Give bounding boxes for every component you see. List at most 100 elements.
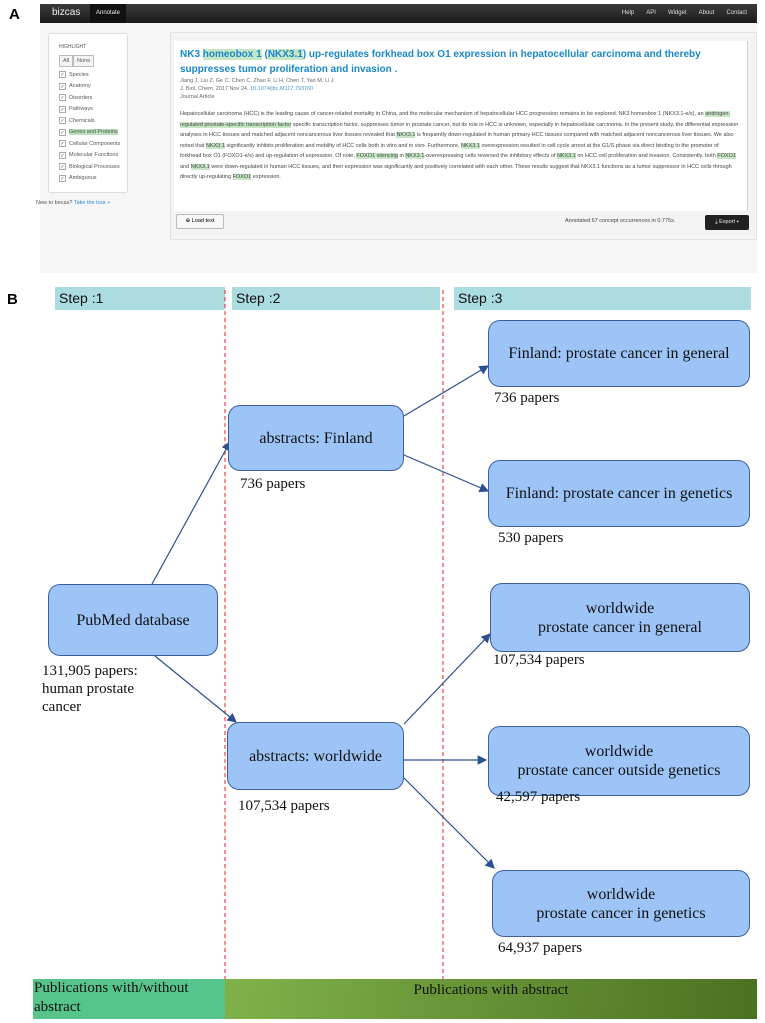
node-finland-general: Finland: prostate cancer in general [488,320,750,387]
highlight-option-label: Ambiguous [69,175,97,181]
highlight-option-label: Cellular Components [69,140,121,147]
highlight-option-label: Molecular Functions [69,152,119,158]
highlight-option-label: Biological Processes [69,163,120,170]
arrow-ww-general [403,633,491,725]
highlight-option[interactable]: ✓Biological Processes [59,163,121,170]
concept-highlight[interactable]: FOXO1 [717,153,736,159]
concept-highlight[interactable]: NKX3.1 [190,163,210,170]
text-segment: ( [261,49,268,60]
load-text-label: Load text [191,218,215,224]
checkbox[interactable]: ✓ [59,71,66,78]
take-tour-link[interactable]: Take the tour » [73,200,111,206]
highlight-option[interactable]: ✓Cellular Components [59,140,121,147]
node-worldwide-genetics: worldwide prostate cancer in genetics [492,870,750,937]
highlight-option[interactable]: ✓Anatomy [59,82,121,90]
highlight-option-label: Disorders [69,94,93,101]
checkbox[interactable]: ✓ [59,82,66,90]
nav-annotate[interactable]: Annotate [90,4,127,23]
arrow-pubmed-worldwide [154,655,237,723]
checkbox[interactable]: ✓ [59,128,66,136]
concept-highlight[interactable]: NKX3.1 [267,49,303,60]
node-worldwide: abstracts: worldwide [227,722,404,790]
arrow-ww-genetics [403,777,495,869]
step-3-bar: Step :3 [454,287,751,310]
concept-highlight[interactable]: FOXO1 silencing [356,153,398,159]
node-worldwide-general: worldwide prostate cancer in general [490,583,750,652]
text-segment: in [397,153,406,159]
checkbox[interactable]: ✓ [59,117,66,124]
download-icon: ⤓ [715,219,718,225]
text-segment: on HCC cell proliferation and invasion. … [575,153,718,159]
concept-highlight[interactable]: homeobox 1 [202,49,262,60]
concept-highlight[interactable]: NKX3.1 [556,153,576,159]
arrow-finland-general [403,365,490,417]
checkbox[interactable]: ✓ [59,140,66,147]
navbar: bizcas Annotate Help API Widget About Co… [40,4,757,23]
text-segment: NK3 [180,49,203,60]
caption-worldwide-outside-genetics: 42,597 papers [496,789,581,805]
concept-highlight[interactable]: NKX3.1 [405,153,425,159]
node-worldwide-outside-genetics: worldwide prostate cancer outside geneti… [488,726,750,796]
text-segment: ) up-regulates forkhead box O1 expressio… [180,49,701,75]
checkbox[interactable]: ✓ [59,151,66,159]
nav-contact[interactable]: Contact [726,10,747,16]
caption-finland-genetics: 530 papers [498,530,564,546]
text-segment: -overexpressing cells reversed the inhib… [424,153,557,159]
text-segment: significantly inhibits proliferation and… [224,142,461,149]
article-doi[interactable]: 10.1074/jbc.M117.793760 [250,86,314,92]
concept-highlight[interactable]: NKX3.1 [206,142,225,149]
concept-highlight[interactable]: NKX3.1 [460,142,480,149]
nav-api[interactable]: API [646,10,656,16]
node-finland: abstracts: Finland [228,405,404,471]
text-segment: is frequently down-regulated in human pr… [180,132,734,149]
article-panel: NK3 homeobox 1 (NKX3.1) up-regulates for… [174,41,748,211]
caption-finland: 736 papers [240,476,306,492]
highlight-option[interactable]: ✓Chemicals [59,117,121,124]
article-type: Journal Article [180,94,215,100]
text-segment: overexpression resulted in cell cycle ar… [180,142,719,160]
footer-with-abstract: Publications with abstract [225,979,757,1019]
checkbox[interactable]: ✓ [59,163,66,170]
nav-help[interactable]: Help [621,10,635,16]
highlight-option[interactable]: ✓Species [59,71,121,78]
export-button[interactable]: ⤓ Export ▾ [705,215,749,230]
concept-highlight[interactable]: NKX3.1 [396,132,416,138]
highlight-option-label: Genes and Proteins [69,129,118,135]
tour-prompt: New to becas? Take the tour » [36,200,110,206]
step-2-bar: Step :2 [232,287,440,310]
highlight-option[interactable]: ✓Genes and Proteins [59,128,121,136]
footer-with-without-abstract: Publications with/without abstract [33,979,225,1019]
highlight-option[interactable]: ✓Molecular Functions [59,151,121,159]
nav-widget[interactable]: Widget [667,10,687,16]
panel-b-label: B [7,291,18,308]
text-segment: Hepatocellular carcinoma (HCC) is the le… [180,111,706,117]
nav-about[interactable]: About [698,10,715,16]
load-text-button[interactable]: ⊕ Load text [176,214,224,229]
article-abstract: Hepatocellular carcinoma (HCC) is the le… [180,109,741,183]
text-segment: and [180,163,191,170]
brand-logo[interactable]: bizcas [52,7,81,18]
text-segment: expression. [251,174,281,180]
panel-a-label: A [9,6,20,23]
arrow-pubmed-finland [151,440,231,585]
checkbox[interactable]: ✓ [59,94,66,101]
caption-pubmed: 131,905 papers: human prostate cancer [42,663,138,715]
checkbox[interactable]: ✓ [59,174,66,182]
highlight-option-label: Pathways [69,106,93,112]
concept-highlight[interactable]: FOXO1 [232,174,252,180]
all-button[interactable]: All [59,55,74,67]
arrow-finland-genetics [403,454,490,493]
none-button[interactable]: None [73,55,95,67]
article-journal: J. Biol. Chem. 2017 Nov 24. [180,86,249,92]
checkbox[interactable]: ✓ [59,105,66,113]
highlight-option[interactable]: ✓Ambiguous [59,174,121,182]
highlight-option[interactable]: ✓Pathways [59,105,121,113]
export-label: Export [719,219,736,225]
highlight-option[interactable]: ✓Disorders [59,94,121,101]
text-segment: specific transcription factor, suppresse… [180,121,739,139]
caption-worldwide-general: 107,534 papers [493,652,585,668]
node-pubmed: PubMed database [48,584,218,656]
text-segment: were down-regulated in human HCC tissues… [180,163,732,181]
